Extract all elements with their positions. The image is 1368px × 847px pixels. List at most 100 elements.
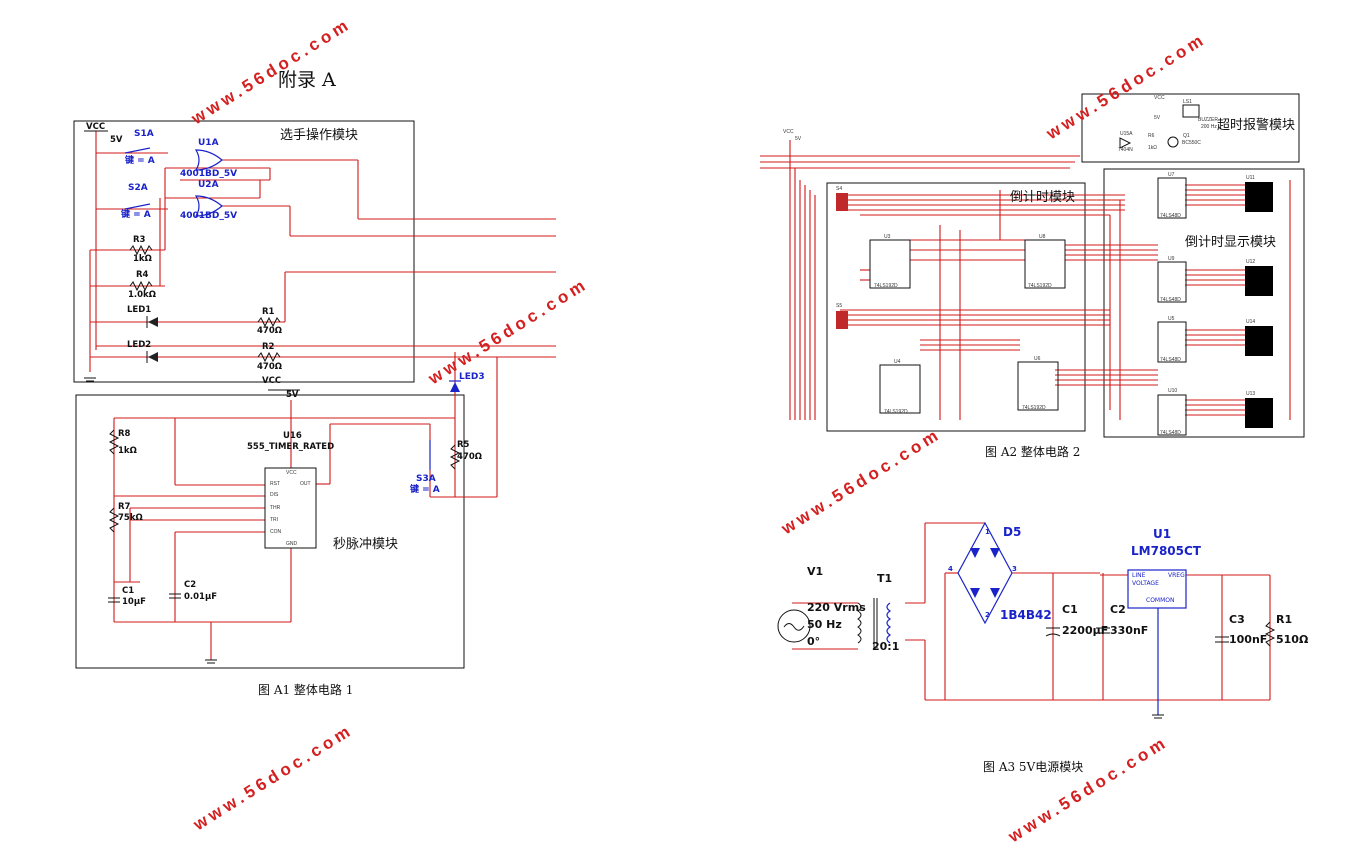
countdown-module-label: 倒计时模块: [1010, 190, 1076, 205]
key1-label: 键 = A: [125, 156, 155, 166]
u12-label: U12: [1246, 259, 1256, 265]
vcc-label: VCC: [1154, 95, 1165, 101]
q1-part: BC550C: [1182, 140, 1201, 146]
u16-part-label: 555_TIMER_RATED: [247, 442, 335, 452]
r5-label: R5: [457, 440, 470, 450]
u14-label: U14: [1246, 319, 1256, 325]
c2-value: 0.01µF: [184, 592, 218, 602]
pin-con: CON: [270, 529, 282, 535]
figure-a1-caption: 图 A1 整体电路 1: [258, 683, 354, 697]
r3-label: R3: [133, 235, 146, 245]
5v-b-label: 5V: [286, 390, 299, 400]
u1a-label: U1A: [198, 138, 219, 148]
pin-3: 3: [1012, 565, 1017, 573]
u15a-part: 7404N: [1118, 147, 1133, 153]
r2-label: R2: [262, 342, 275, 352]
pin-gnd: GND: [286, 541, 298, 547]
d5-label: D5: [1003, 525, 1022, 539]
u13-label: U13: [1246, 391, 1256, 397]
buzzer-label: BUZZER: [1198, 117, 1218, 123]
pulse-module-label: 秒脉冲模块: [333, 537, 399, 552]
r1-label: R1: [262, 307, 275, 317]
r2-value: 470Ω: [257, 362, 282, 372]
ls1-label: LS1: [1183, 99, 1192, 105]
s5-label: S5: [836, 303, 843, 309]
pin-thr: THR: [270, 505, 281, 511]
u4-label: U4: [894, 359, 901, 365]
chip-u9-part: 74LS48D: [1160, 297, 1181, 303]
a3-wires: [792, 522, 1271, 715]
v1-phase: 0°: [807, 635, 821, 648]
led3-label: LED3: [459, 372, 485, 382]
u1-label: U1: [1153, 527, 1172, 541]
alarm-module-label: 超时报警模块: [1217, 118, 1296, 133]
vcc-label: VCC: [86, 122, 106, 132]
chip-u5-part: 74LS48D: [1160, 357, 1181, 363]
r1-label: R1: [1276, 613, 1293, 626]
u1-part: LM7805CT: [1131, 544, 1201, 558]
c3-label: C3: [1229, 613, 1245, 626]
r8-value: 1kΩ: [118, 446, 137, 456]
pin-4: 4: [948, 565, 953, 573]
voltage-label: VOLTAGE: [1132, 580, 1159, 587]
u2a-label: U2A: [198, 180, 219, 190]
d5-part: 1B4B42: [1000, 608, 1052, 622]
pin-vcc: VCC: [286, 470, 297, 476]
a3-symbols: [777, 521, 1276, 719]
pulse-module-frame: [75, 394, 465, 669]
s3a-label: S3A: [416, 474, 436, 484]
s1a-label: S1A: [134, 129, 154, 139]
u7-label: U7: [1168, 172, 1175, 178]
chip-u7-part: 74LS48D: [1160, 213, 1181, 219]
r1-value: 510Ω: [1276, 633, 1309, 646]
chip-u10-part: 74LS48D: [1160, 430, 1181, 436]
player-module-label: 选手操作模块: [280, 128, 359, 143]
pin-dis: DIS: [270, 492, 279, 498]
display-module-label: 倒计时显示模块: [1185, 235, 1277, 250]
appendix-title: 附录 A: [278, 69, 336, 91]
led2-label: LED2: [127, 340, 152, 350]
r6-label: R6: [1148, 133, 1155, 139]
pin-out: OUT: [300, 481, 311, 487]
v1-frequency: 50 Hz: [807, 618, 842, 631]
pin-vreg: VREG: [1168, 572, 1185, 579]
a2-chips: [836, 104, 1273, 436]
u2a-part-label: 4001BD_5V: [180, 211, 238, 221]
c2-label: C2: [184, 580, 197, 590]
a2-wires: [760, 140, 1291, 420]
r7-value: 75kΩ: [118, 513, 143, 523]
q1-label: Q1: [1183, 133, 1190, 139]
u8-label: U8: [1039, 234, 1046, 240]
c2-label: C2: [1110, 603, 1126, 616]
u11-label: U11: [1246, 175, 1255, 181]
c1-value: 2200µF: [1062, 624, 1109, 637]
s4-label: S4: [836, 186, 843, 192]
figure-a2-caption: 图 A2 整体电路 2: [985, 445, 1081, 459]
vcc2-label: VCC: [262, 376, 282, 386]
led1-label: LED1: [127, 305, 152, 315]
c2-value: 330nF: [1110, 624, 1149, 637]
t1-ratio: 20:1: [872, 640, 900, 653]
5v-label: 5V: [110, 135, 123, 145]
t1-label: T1: [877, 572, 893, 585]
a2-frames: [826, 93, 1305, 438]
figure-a3-caption: 图 A3 5V电源模块: [983, 760, 1084, 774]
pin-line: LINE: [1132, 572, 1146, 579]
pin-tri: TRI: [270, 517, 279, 523]
u5-label: U5: [1168, 316, 1175, 322]
c3-value: 100nF: [1229, 633, 1268, 646]
pin-2: 2: [985, 611, 990, 619]
r5-value: 470Ω: [457, 452, 482, 462]
c1-label: C1: [1062, 603, 1078, 616]
r3-value: 1kΩ: [133, 254, 152, 264]
pin-rst: RST: [270, 481, 280, 487]
u1a-part-label: 4001BD_5V: [180, 169, 238, 179]
chip-u8-part: 74LS192D: [1028, 283, 1052, 289]
5v-left-label: 5V: [795, 136, 802, 142]
u10-label: U10: [1168, 388, 1178, 394]
u16-label: U16: [283, 431, 302, 441]
key2-label: 键 = A: [121, 210, 151, 220]
5v-label: 5V: [1154, 115, 1161, 121]
s2a-label: S2A: [128, 183, 148, 193]
chip-u3-part: 74LS192D: [874, 283, 898, 289]
